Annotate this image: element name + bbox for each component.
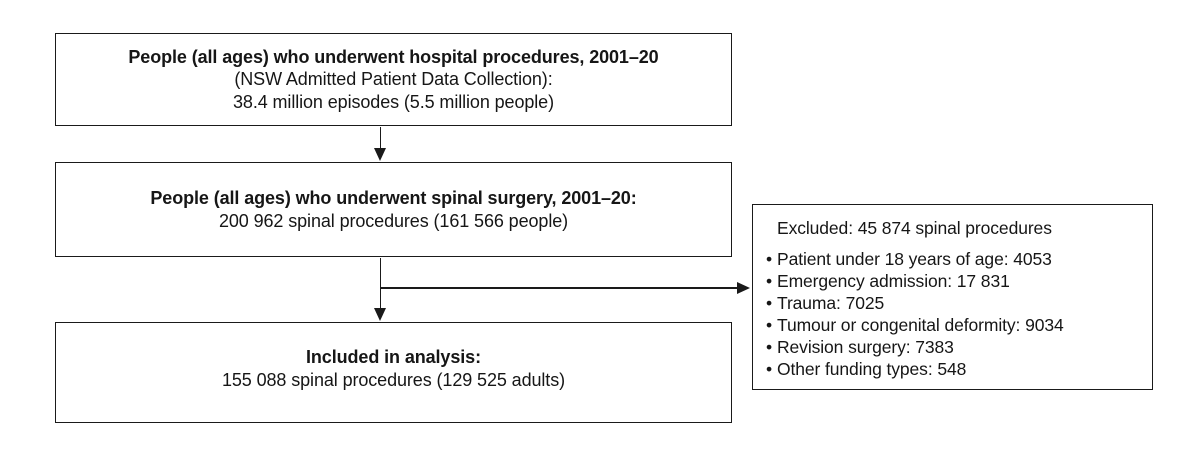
bullet-icon: • <box>766 293 773 313</box>
hospital-box-detail: 38.4 million episodes (5.5 million peopl… <box>233 91 554 112</box>
excluded-list-item: • Revision surgery: 7383 <box>753 336 1152 358</box>
excluded-reasons-list: • Patient under 18 years of age: 4053 • … <box>753 248 1152 380</box>
arrow-down-icon <box>374 308 386 321</box>
excluded-item-text: Other funding types: 548 <box>777 359 967 379</box>
excluded-item-text: Revision surgery: 7383 <box>777 337 954 357</box>
included-box-detail: 155 088 spinal procedures (129 525 adult… <box>221 369 566 390</box>
excluded-list-item: • Trauma: 7025 <box>753 292 1152 314</box>
excluded-list-item: • Patient under 18 years of age: 4053 <box>753 248 1152 270</box>
bullet-icon: • <box>766 271 773 291</box>
connector-branch-to-excluded <box>380 287 738 289</box>
excluded-list-item: • Emergency admission: 17 831 <box>753 270 1152 292</box>
spinal-box-title: People (all ages) who underwent spinal s… <box>150 188 637 208</box>
connector-hospital-to-spinal <box>379 127 381 150</box>
arrow-down-icon <box>374 148 386 161</box>
excluded-list-item: • Tumour or congenital deformity: 9034 <box>753 314 1152 336</box>
box-hospital-procedures: People (all ages) who underwent hospital… <box>55 33 732 126</box>
excluded-box-title: Excluded: 45 874 spinal procedures <box>777 218 1052 238</box>
excluded-item-text: Trauma: 7025 <box>777 293 885 313</box>
connector-spinal-to-included <box>379 258 381 311</box>
excluded-item-text: Patient under 18 years of age: 4053 <box>777 249 1052 269</box>
excluded-item-text: Emergency admission: 17 831 <box>777 271 1010 291</box>
hospital-box-title: People (all ages) who underwent hospital… <box>128 46 659 67</box>
bullet-icon: • <box>766 249 773 269</box>
bullet-icon: • <box>766 359 773 379</box>
box-excluded: Excluded: 45 874 spinal procedures • Pat… <box>752 204 1153 390</box>
box-included-in-analysis: Included in analysis: 155 088 spinal pro… <box>55 322 732 423</box>
included-box-title: Included in analysis: <box>306 347 481 367</box>
spinal-box-detail: 200 962 spinal procedures (161 566 peopl… <box>218 210 569 231</box>
hospital-box-subtitle: (NSW Admitted Patient Data Collection): <box>234 69 553 90</box>
arrow-right-icon <box>737 282 750 294</box>
box-spinal-surgery: People (all ages) who underwent spinal s… <box>55 162 732 257</box>
excluded-item-text: Tumour or congenital deformity: 9034 <box>777 315 1064 335</box>
bullet-icon: • <box>766 315 773 335</box>
bullet-icon: • <box>766 337 773 357</box>
excluded-list-item: • Other funding types: 548 <box>753 358 1152 380</box>
